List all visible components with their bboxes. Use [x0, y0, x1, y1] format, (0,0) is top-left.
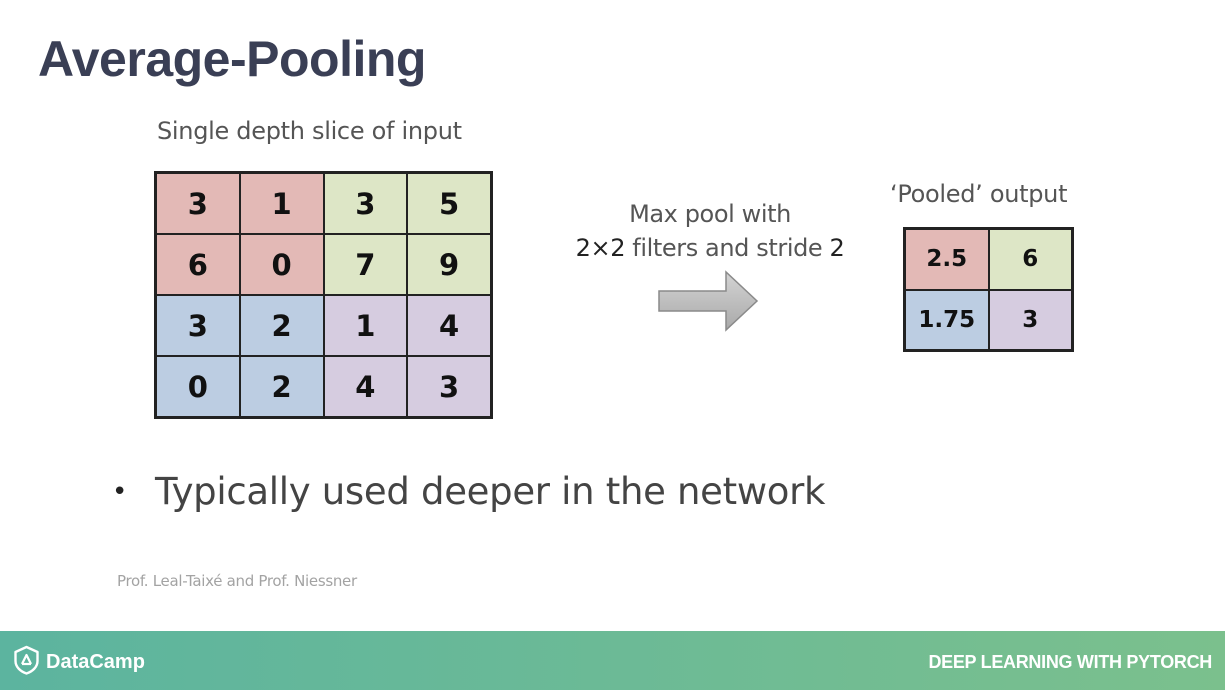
- output-grid: 2.5 6 1.75 3: [903, 227, 1074, 352]
- input-cell: 1: [323, 295, 408, 356]
- operation-mid-text: filters and stride: [625, 234, 830, 262]
- slide-title: Average-Pooling: [38, 31, 426, 87]
- bullet-item: • Typically used deeper in the network: [112, 470, 826, 513]
- course-title: DEEP LEARNING WITH PYTORCH: [928, 652, 1212, 672]
- input-cell: 2: [239, 295, 324, 356]
- footer-logo-text: DataCamp: [46, 651, 145, 673]
- input-grid: 3 1 3 5 6 0 7 9 3 2 1 4 0 2 4 3: [154, 171, 493, 419]
- operation-line-2: 2×2 filters and stride 2: [560, 231, 860, 265]
- output-cell: 6: [988, 229, 1072, 290]
- input-cell: 9: [407, 234, 491, 295]
- input-cell: 3: [323, 173, 408, 234]
- bullet-text: Typically used deeper in the network: [155, 470, 826, 513]
- stride-value: 2: [829, 234, 845, 262]
- input-cell: 7: [323, 234, 408, 295]
- datacamp-logo[interactable]: DataCamp: [13, 645, 145, 680]
- input-cell: 2: [239, 356, 324, 417]
- image-credit: Prof. Leal-Taixé and Prof. Niessner: [117, 572, 357, 590]
- input-cell: 3: [156, 295, 240, 356]
- bullet-dot-icon: •: [112, 476, 128, 507]
- input-cell: 0: [239, 234, 324, 295]
- input-cell: 0: [156, 356, 240, 417]
- filter-size: 2×2: [575, 234, 626, 262]
- input-cell: 3: [156, 173, 240, 234]
- input-cell: 3: [407, 356, 491, 417]
- operation-line-1: Max pool with: [629, 200, 791, 228]
- output-cell: 2.5: [905, 229, 989, 290]
- input-cell: 1: [239, 173, 324, 234]
- input-cell: 5: [407, 173, 491, 234]
- output-cell: 3: [988, 289, 1072, 350]
- input-caption: Single depth slice of input: [157, 117, 462, 145]
- output-caption: ‘Pooled’ output: [890, 180, 1068, 208]
- datacamp-shield-icon: [13, 645, 40, 680]
- operation-caption: Max pool with 2×2 filters and stride 2: [560, 197, 860, 265]
- right-arrow-icon: [656, 268, 760, 334]
- input-cell: 6: [156, 234, 240, 295]
- input-cell: 4: [407, 295, 491, 356]
- footer-bar: DataCamp DEEP LEARNING WITH PYTORCH: [0, 631, 1225, 690]
- output-cell: 1.75: [905, 289, 989, 350]
- input-cell: 4: [323, 356, 408, 417]
